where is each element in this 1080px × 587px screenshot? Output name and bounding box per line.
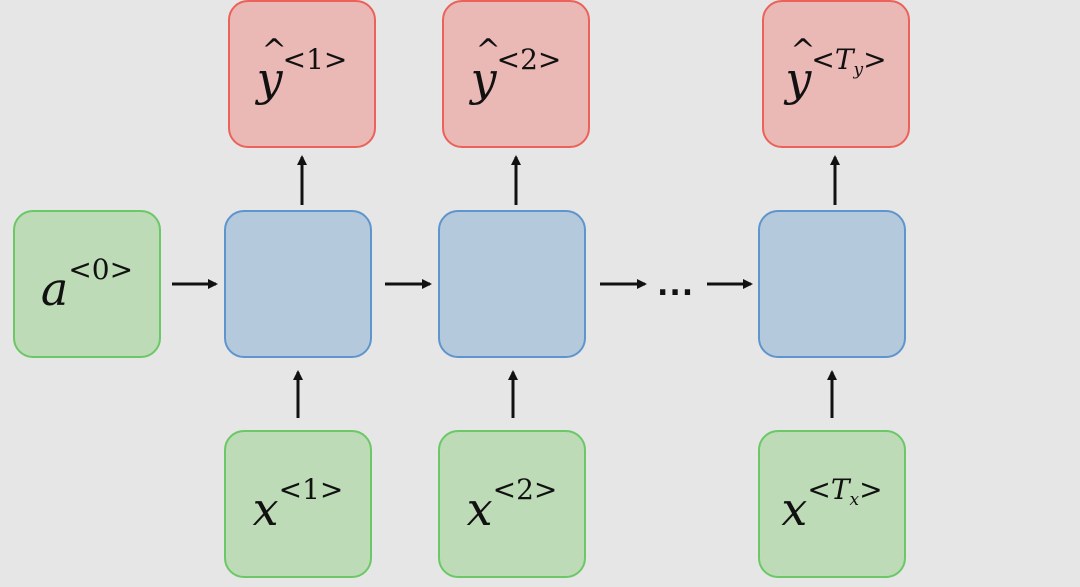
- output-node-yT: y<Ty>: [762, 0, 910, 148]
- rnn-cell-1: [224, 210, 372, 358]
- label-yT: y<Ty>: [785, 36, 886, 102]
- ellipsis: ...: [657, 268, 695, 303]
- label-y2: y<2>: [471, 36, 562, 102]
- label-x2: x<2>: [466, 473, 558, 536]
- output-node-y1: y<1>: [228, 0, 376, 148]
- activation-node-a0: a<0>: [13, 210, 161, 358]
- input-node-x2: x<2>: [438, 430, 586, 578]
- rnn-cell-2: [438, 210, 586, 358]
- input-node-x1: x<1>: [224, 430, 372, 578]
- label-x1: x<1>: [252, 473, 344, 536]
- input-node-xT: x<Tx>: [758, 430, 906, 578]
- label-a0: a<0>: [40, 253, 134, 316]
- label-xT: x<Tx>: [781, 473, 883, 536]
- label-y1: y<1>: [257, 36, 348, 102]
- output-node-y2: y<2>: [442, 0, 590, 148]
- rnn-cell-T: [758, 210, 906, 358]
